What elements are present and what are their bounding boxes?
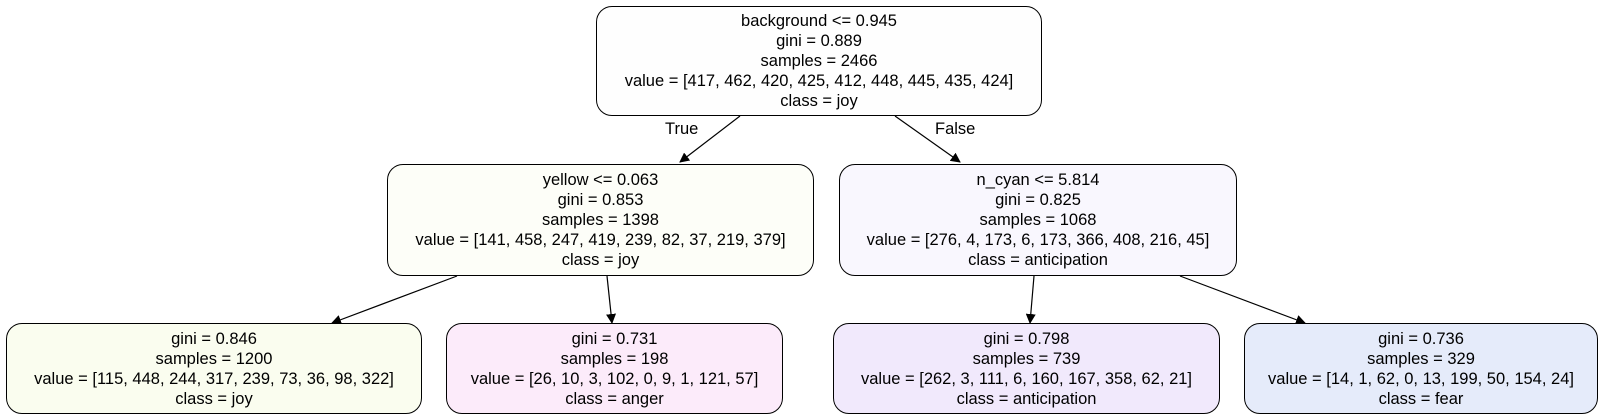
node-samples: samples = 1068 (979, 211, 1097, 229)
node-samples: samples = 198 (560, 349, 669, 368)
false-edge-label: False (935, 120, 976, 138)
tree-node-right: n_cyan <= 5.814 gini = 0.825 samples = 1… (839, 164, 1237, 276)
node-gini: gini = 0.736 (1378, 329, 1464, 348)
node-value: value = [115, 448, 244, 317, 239, 73, 36… (34, 369, 394, 388)
node-value: value = [262, 3, 111, 6, 160, 167, 358, … (860, 369, 1193, 388)
node-gini: gini = 0.853 (557, 191, 644, 209)
node-value: value = [417, 462, 420, 425, 412, 448, 4… (624, 72, 1014, 90)
node-class: class = joy (780, 92, 858, 110)
node-split-condition: background <= 0.945 (741, 12, 897, 30)
edge-root-to-right (894, 115, 961, 163)
node-value: value = [276, 4, 173, 6, 173, 366, 408, … (866, 231, 1210, 249)
node-class: class = anger (565, 389, 664, 408)
edge-root-to-left (679, 115, 741, 163)
edge-right-to-right-right (1179, 275, 1306, 325)
node-class: class = joy (561, 251, 640, 269)
edge-left-to-left-left (331, 275, 458, 325)
tree-leaf-left-right: gini = 0.731 samples = 198 value = [26, … (446, 323, 783, 414)
node-value: value = [26, 10, 3, 102, 0, 9, 1, 121, 5… (470, 369, 759, 388)
tree-leaf-right-left: gini = 0.798 samples = 739 value = [262,… (833, 323, 1220, 414)
node-class: class = anticipation (968, 251, 1108, 269)
node-samples: samples = 739 (972, 349, 1081, 368)
node-value: value = [14, 1, 62, 0, 13, 199, 50, 154,… (1268, 369, 1574, 388)
node-class: class = fear (1378, 389, 1464, 408)
node-class: class = joy (175, 389, 253, 408)
true-edge-label: True (665, 120, 699, 138)
node-samples: samples = 1398 (542, 211, 659, 229)
node-samples: samples = 2466 (760, 52, 878, 70)
node-split-condition: yellow <= 0.063 (542, 171, 659, 189)
node-gini: gini = 0.825 (995, 191, 1081, 209)
node-samples: samples = 1200 (155, 349, 273, 368)
edge-right-to-right-left (1025, 275, 1036, 324)
node-samples: samples = 329 (1367, 349, 1475, 368)
tree-leaf-left-left: gini = 0.846 samples = 1200 value = [115… (6, 323, 422, 414)
tree-leaf-right-right: gini = 0.736 samples = 329 value = [14, … (1244, 323, 1598, 414)
node-gini: gini = 0.889 (776, 32, 862, 50)
node-gini: gini = 0.798 (983, 329, 1070, 348)
node-value: value = [141, 458, 247, 419, 239, 82, 37… (415, 231, 786, 249)
node-gini: gini = 0.846 (171, 329, 257, 348)
node-class: class = anticipation (956, 389, 1097, 408)
tree-node-root: background <= 0.945 gini = 0.889 samples… (596, 6, 1042, 116)
node-gini: gini = 0.731 (571, 329, 658, 348)
edge-left-to-left-right (606, 275, 617, 324)
node-split-condition: n_cyan <= 5.814 (976, 171, 1100, 189)
tree-node-left: yellow <= 0.063 gini = 0.853 samples = 1… (387, 164, 814, 276)
